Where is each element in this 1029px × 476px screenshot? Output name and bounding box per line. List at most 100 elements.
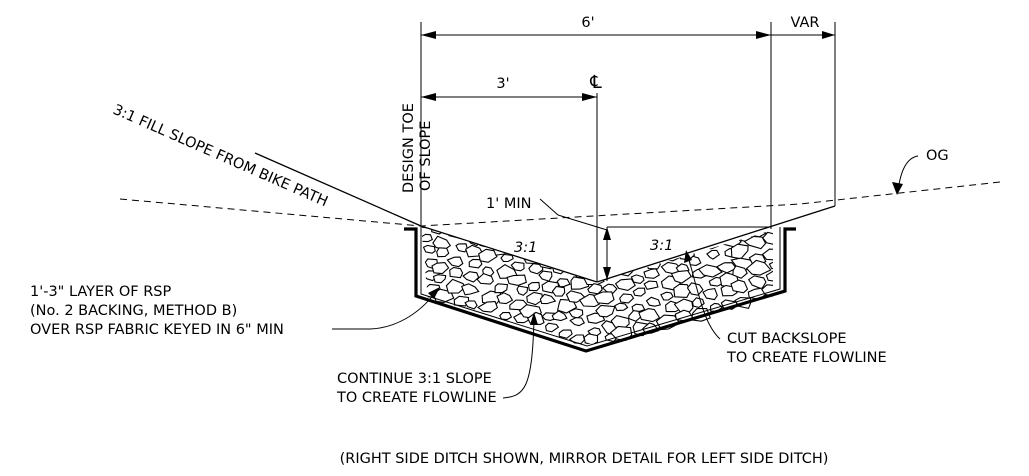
rock-shape [422, 244, 436, 254]
rsp-note-line-2: (No. 2 BACKING, METHOD B) [30, 303, 237, 319]
rock-shape [745, 259, 772, 276]
footnote: (RIGHT SIDE DITCH SHOWN, MIRROR DETAIL F… [340, 451, 829, 467]
rock-shape [587, 282, 603, 295]
rock-shape [432, 274, 447, 284]
rock-shape [628, 310, 643, 322]
rock-shape [643, 280, 659, 290]
rock-shape [494, 283, 509, 294]
rock-shape [477, 301, 499, 313]
rock-shape [527, 281, 541, 292]
rock-shape [595, 304, 616, 318]
ditch-slope-right [596, 205, 836, 283]
ditch-slope-left [420, 225, 598, 283]
rock-shape [686, 282, 704, 296]
cut-backslope-leader [687, 255, 721, 340]
rock-shape [446, 256, 464, 268]
continue-slope-line-2: TO CREATE FLOWLINE [336, 390, 497, 406]
rock-shape [593, 291, 615, 305]
rock-shape [431, 262, 450, 275]
centerline-symbol: ℄ [589, 72, 602, 93]
min-depth-leader [539, 198, 559, 216]
rock-shape [632, 287, 646, 297]
rock-shape [551, 285, 566, 297]
dim-arrow [756, 31, 771, 39]
rock-shape [747, 275, 767, 290]
cut-backslope-line-1: CUT BACKSLOPE [727, 331, 847, 347]
rock-shape [643, 268, 661, 279]
rsp-fabric-outline [404, 227, 796, 353]
rock-shape [444, 226, 470, 240]
fill-slope-label: 3:1 FILL SLOPE FROM BIKE PATH [110, 102, 330, 210]
dim-arrow [421, 93, 436, 101]
slope-label-left: 3:1 [514, 240, 537, 256]
rock-shape [732, 265, 748, 279]
continue-slope-leader [502, 319, 535, 399]
rock-shape [445, 278, 466, 294]
rock-shape [743, 235, 767, 250]
rock-shape [539, 293, 557, 305]
var-label: VAR [791, 15, 820, 31]
min-depth-label: 1' MIN [486, 196, 531, 212]
rock-shape [601, 283, 618, 294]
rock-shape [449, 266, 464, 279]
og-leader-arrow [892, 182, 903, 195]
cut-backslope-line-2: TO CREATE FLOWLINE [726, 350, 887, 366]
rock-shape [545, 322, 560, 333]
dim-arrow [603, 267, 611, 280]
rock-shape [630, 274, 645, 284]
rock-shape [455, 243, 468, 253]
dim-arrow [822, 31, 835, 39]
rock-shape [496, 292, 514, 305]
fill-slope-line [254, 152, 422, 227]
rock-shape [569, 317, 586, 327]
rock-shape [688, 255, 702, 266]
dim-arrow [421, 31, 436, 39]
rock-shape [526, 291, 543, 306]
cut-backslope-arrow [684, 250, 692, 263]
rock-shape [645, 296, 662, 307]
rock-shape [556, 278, 571, 288]
rock-shape [619, 293, 635, 304]
rock-shape [768, 261, 773, 271]
min-depth-leader-2 [557, 214, 608, 231]
design-toe-label-1: DESIGN TOE [401, 103, 417, 193]
rock-shape [421, 233, 433, 243]
rock-shape [538, 270, 553, 282]
og-label: OG [926, 148, 949, 164]
rock-shape [614, 263, 634, 277]
rsp-leader-arrow [428, 287, 440, 299]
rock-shape [765, 270, 773, 283]
rsp-note-line-1: 1'-3" LAYER OF RSP [30, 284, 171, 300]
rock-shape [436, 247, 450, 258]
six-ft-label: 6' [581, 15, 594, 31]
rock-shape [730, 279, 749, 294]
rock-shape [614, 302, 629, 312]
rock-shape [702, 287, 718, 301]
rsp-fabric-inner [420, 226, 781, 347]
rock-shape [464, 300, 478, 310]
rock-shape [706, 249, 721, 260]
rock-shape [568, 334, 586, 345]
rock-shape [761, 248, 773, 261]
rock-shape [476, 272, 494, 285]
rock-shape [638, 308, 661, 323]
rock-shape [453, 295, 470, 307]
rock-shape [730, 243, 749, 260]
rock-shape [670, 270, 692, 284]
dim-arrow [582, 93, 597, 101]
og-dashed-line [119, 181, 1001, 227]
rock-shape [510, 261, 525, 272]
continue-slope-arrow [530, 312, 538, 325]
rock-shape [673, 283, 692, 298]
rock-shape [462, 271, 480, 283]
rsp-leader [332, 291, 437, 330]
rock-shape [551, 310, 568, 322]
rock-shape [506, 274, 527, 286]
rsp-note-line-3: OVER RSP FABRIC KEYED IN 6" MIN [30, 322, 284, 338]
design-toe-label-2: OF SLOPE [418, 121, 434, 191]
dim-arrow [603, 227, 611, 240]
rock-shape [558, 329, 573, 339]
rock-shape [660, 291, 674, 301]
rock-shape [614, 278, 636, 291]
